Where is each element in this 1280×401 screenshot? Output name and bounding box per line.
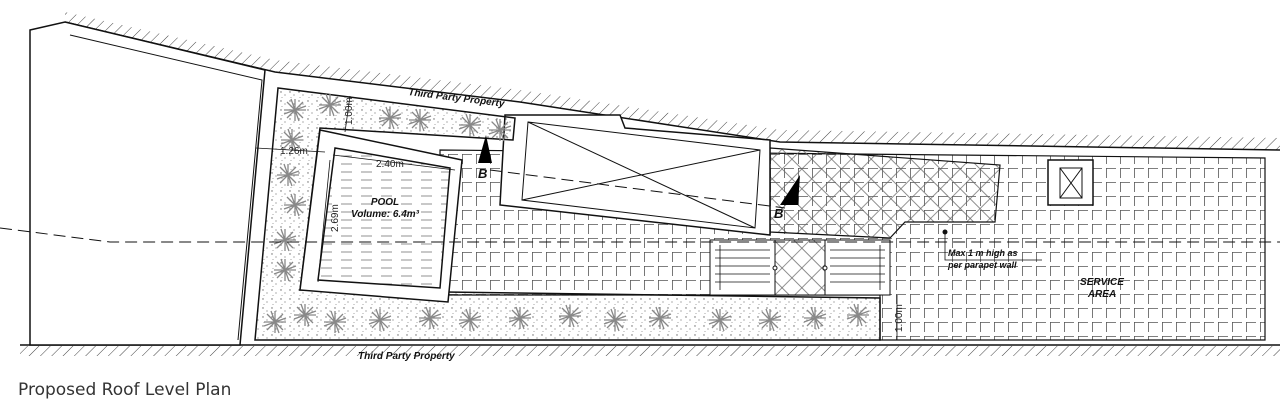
- top-neighbour-hatch: [65, 12, 1280, 150]
- section-line-b: [489, 169, 786, 209]
- pool: [317, 147, 451, 289]
- third-party-bottom-label: Third Party Property: [358, 351, 455, 362]
- stairs: [709, 239, 891, 296]
- dim-pool-width: 2.40m: [376, 159, 404, 170]
- bottom-neighbour-hatch: [20, 346, 1280, 356]
- section-marker-left: B: [478, 166, 487, 181]
- section-arrow-right-icon: [780, 175, 800, 205]
- dim-garden-left: 1.26m: [280, 146, 308, 157]
- section-arrow-left-icon: [478, 135, 492, 163]
- parapet-note-1: Max 1 m high as: [948, 248, 1018, 258]
- pool-volume: Volume: 6.4m³: [351, 209, 420, 220]
- pool-title: POOL: [371, 197, 399, 208]
- dim-service-strip: 1.00m: [894, 304, 905, 332]
- centre-line: [0, 227, 1280, 243]
- dim-garden-top: 1.00m: [344, 97, 355, 125]
- parapet-note-2: per parapet wall: [947, 260, 1017, 270]
- section-marker-right: B: [774, 206, 783, 221]
- left-lot: [29, 21, 266, 346]
- service-area-label-1: SERVICE: [1080, 277, 1124, 288]
- dim-pool-length: 2.69m: [330, 204, 341, 232]
- service-area-label-2: AREA: [1087, 289, 1116, 300]
- drawing-caption: Proposed Roof Level Plan: [18, 380, 232, 400]
